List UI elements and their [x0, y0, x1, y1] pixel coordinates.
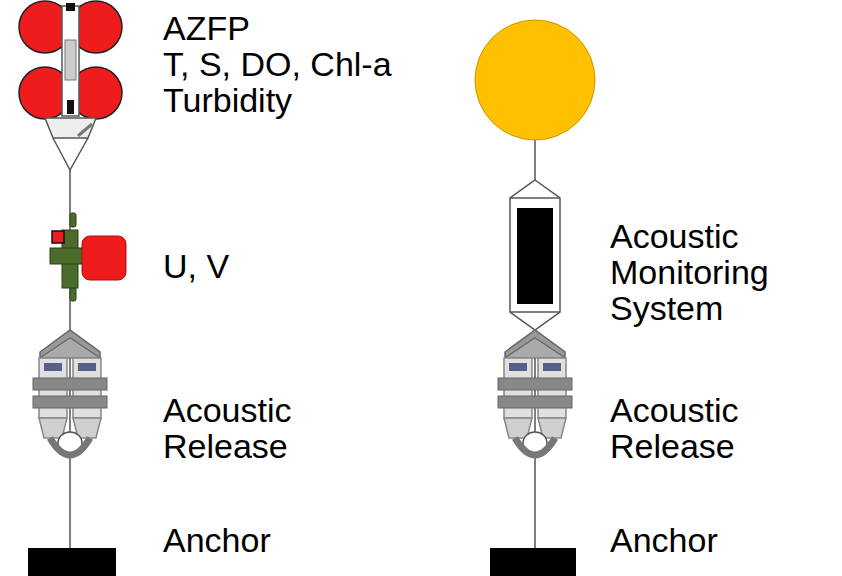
anchor-label: Anchor: [163, 522, 363, 558]
anchor-label: Anchor: [610, 522, 832, 558]
monitoring-label: Acoustic Monitoring System: [610, 218, 832, 326]
sensor-label: Turbidity: [163, 82, 483, 118]
sensor-label: T, S, DO, Chl-a: [163, 46, 483, 82]
instrument-label: AZFP: [163, 10, 483, 46]
release-label: Acoustic Release: [163, 392, 333, 464]
release-label: Acoustic Release: [610, 392, 780, 464]
current-label: U, V: [163, 248, 363, 284]
